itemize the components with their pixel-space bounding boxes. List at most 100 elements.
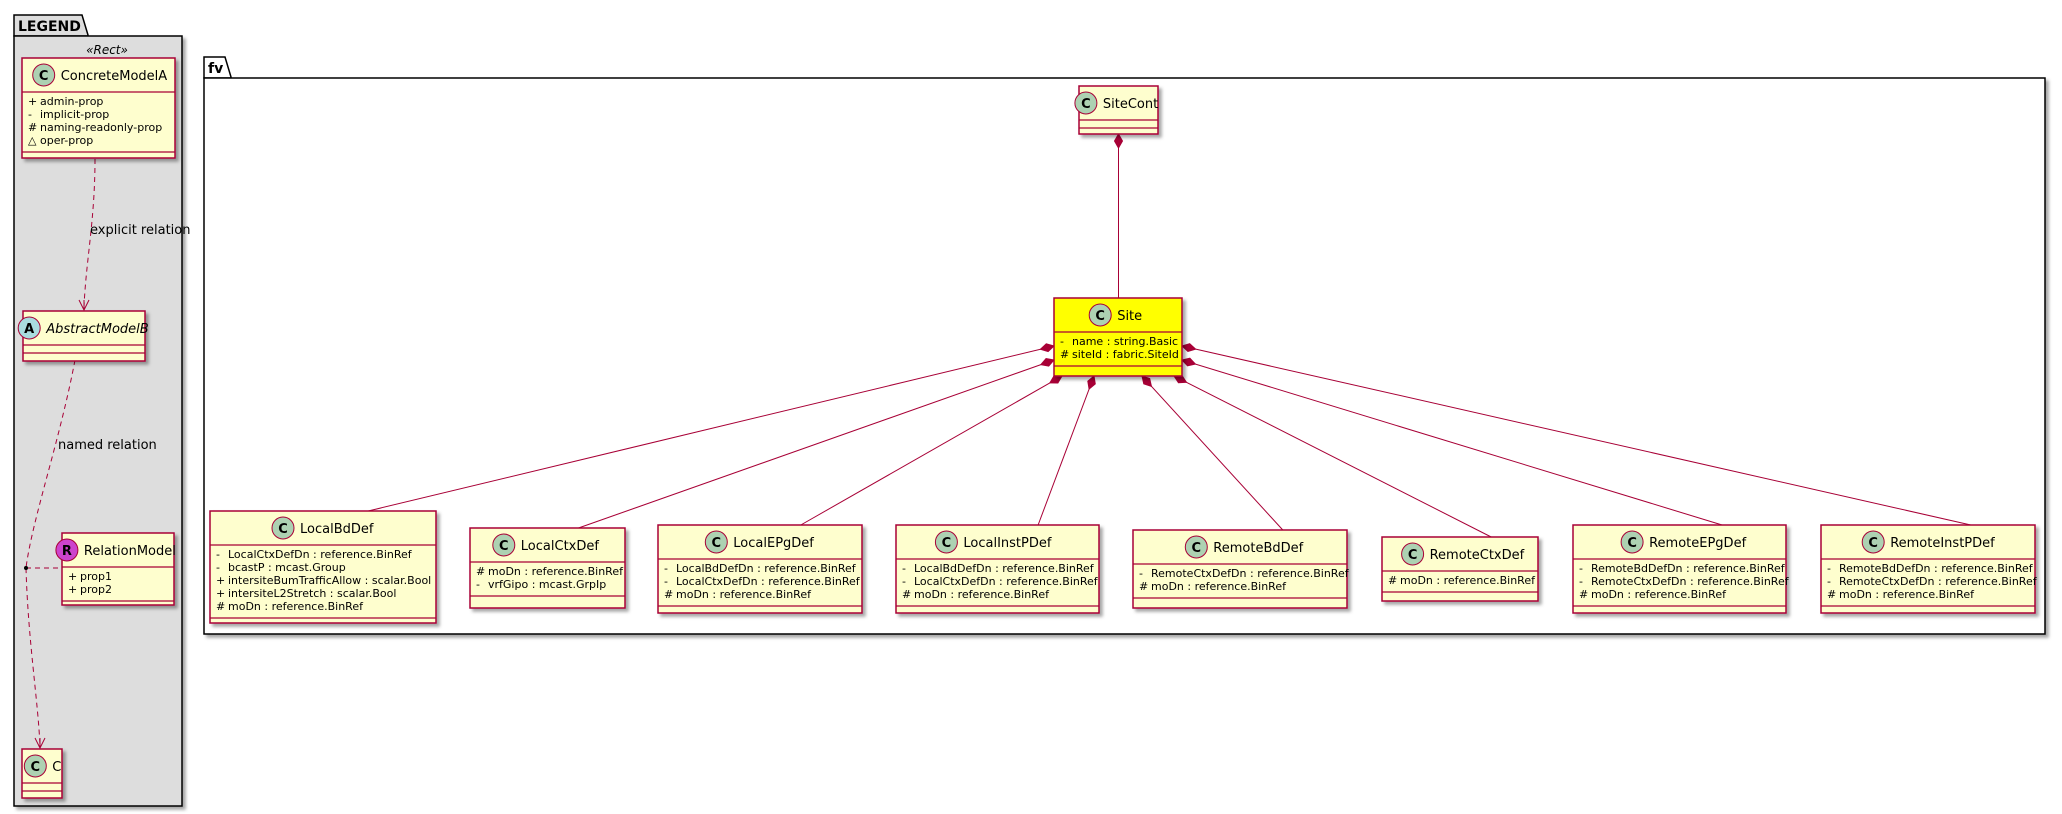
class-box bbox=[895, 524, 1100, 614]
composition-edge bbox=[578, 359, 1055, 529]
attribute-visibility: - bbox=[664, 575, 668, 588]
attribute: LocalCtxDefDn : reference.BinRef bbox=[676, 575, 861, 588]
legend-title: LEGEND bbox=[18, 19, 81, 35]
composition-edge bbox=[1173, 375, 1492, 538]
class-name: LocalBdDef bbox=[300, 522, 374, 537]
class-badge-icon bbox=[1088, 303, 1112, 327]
class-name: RemoteInstPDef bbox=[1890, 536, 1995, 551]
class-box bbox=[657, 524, 863, 614]
attribute: LocalBdDefDn : reference.BinRef bbox=[914, 562, 1095, 575]
composition-diamond-icon bbox=[1181, 357, 1197, 367]
class-name: ConcreteModelA bbox=[61, 69, 168, 84]
attribute: LocalCtxDefDn : reference.BinRef bbox=[228, 548, 413, 561]
edges: explicit relation named relation bbox=[24, 158, 190, 750]
composition-diamond-icon bbox=[1181, 343, 1197, 353]
composition-diamond-icon bbox=[1141, 375, 1153, 388]
badge-letter: C bbox=[1095, 309, 1105, 324]
badge-letter: C bbox=[1192, 541, 1202, 556]
class-name: Site bbox=[1117, 309, 1142, 324]
composition-edge bbox=[1181, 359, 1723, 526]
attribute-visibility: + bbox=[216, 587, 225, 600]
attribute-visibility: # bbox=[476, 565, 485, 578]
class-badge-icon bbox=[1184, 535, 1208, 559]
attribute-visibility: # bbox=[1579, 588, 1588, 601]
attribute: RemoteBdDefDn : reference.BinRef bbox=[1839, 562, 2034, 575]
class-badge-icon bbox=[1861, 530, 1885, 554]
class-badge-icon bbox=[704, 530, 728, 554]
attribute: RemoteCtxDefDn : reference.BinRef bbox=[1151, 567, 1350, 580]
class-name: LocalInstPDef bbox=[963, 536, 1051, 551]
attribute-visibility: + bbox=[68, 583, 77, 596]
composition-edge bbox=[368, 345, 1055, 512]
badge-letter: C bbox=[1408, 548, 1418, 563]
class-name: LocalEPgDef bbox=[733, 536, 814, 551]
attribute: implicit-prop bbox=[40, 108, 109, 121]
attribute-visibility: - bbox=[1579, 575, 1583, 588]
attribute: moDn : reference.BinRef bbox=[488, 565, 624, 578]
class-name: SiteCont bbox=[1103, 97, 1158, 112]
class-name: RemoteEPgDef bbox=[1649, 536, 1746, 551]
class-badge-icon bbox=[492, 533, 516, 557]
attribute-visibility: - bbox=[1139, 567, 1143, 580]
composition-edge bbox=[1141, 375, 1284, 531]
attribute-visibility: # bbox=[664, 588, 673, 601]
attribute: bcastP : mcast.Group bbox=[228, 561, 346, 574]
attribute: LocalBdDefDn : reference.BinRef bbox=[676, 562, 857, 575]
attribute-visibility: - bbox=[1579, 562, 1583, 575]
fv-composition-edges bbox=[368, 132, 1971, 538]
attribute: RemoteCtxDefDn : reference.BinRef bbox=[1839, 575, 2038, 588]
composition-diamond-icon bbox=[1039, 358, 1055, 367]
attribute: moDn : reference.BinRef bbox=[1839, 588, 1975, 601]
class-box bbox=[209, 510, 437, 624]
association-point bbox=[24, 566, 28, 570]
attribute: name : string.Basic bbox=[1072, 335, 1178, 348]
attribute-visibility: # bbox=[216, 600, 225, 613]
class-badge-icon bbox=[32, 63, 56, 87]
class-badge-icon bbox=[1074, 91, 1098, 115]
badge-letter: C bbox=[1627, 536, 1637, 551]
attribute: moDn : reference.BinRef bbox=[676, 588, 812, 601]
legend-package: LEGEND bbox=[13, 14, 183, 807]
abstract-badge-icon bbox=[17, 316, 41, 340]
attribute: prop2 bbox=[80, 583, 112, 596]
class-localinstpdef: C LocalInstPDef -LocalBdDefDn : reference.… bbox=[895, 524, 1100, 614]
composition-diamond-icon bbox=[1039, 343, 1055, 353]
attribute-visibility: + bbox=[28, 95, 37, 108]
attribute-visibility: # bbox=[28, 121, 37, 134]
class-name: LocalCtxDef bbox=[521, 539, 600, 554]
class-box bbox=[1572, 524, 1787, 614]
attribute: siteId : fabric.SiteId bbox=[1072, 348, 1179, 361]
class-badge-icon bbox=[1620, 530, 1644, 554]
composition-diamond-icon bbox=[1113, 132, 1124, 150]
attribute-visibility: - bbox=[216, 561, 220, 574]
attribute-visibility: - bbox=[1060, 335, 1064, 348]
attribute-visibility: + bbox=[216, 574, 225, 587]
badge-letter: C bbox=[31, 760, 41, 775]
attribute: moDn : reference.BinRef bbox=[1400, 574, 1536, 587]
fv-title: fv bbox=[208, 61, 223, 77]
class-badge-icon bbox=[271, 516, 295, 540]
class-name: RelationModel bbox=[84, 544, 176, 559]
attribute-visibility: - bbox=[216, 548, 220, 561]
attribute: oper-prop bbox=[40, 134, 93, 147]
attribute-visibility: - bbox=[1827, 562, 1831, 575]
composition-edge bbox=[800, 375, 1063, 526]
badge-letter: C bbox=[942, 536, 952, 551]
composition-edge bbox=[1037, 375, 1095, 526]
attribute: LocalCtxDefDn : reference.BinRef bbox=[914, 575, 1099, 588]
attribute: prop1 bbox=[80, 570, 112, 583]
attribute-visibility: - bbox=[902, 575, 906, 588]
attribute: vrfGipo : mcast.GrpIp bbox=[488, 578, 606, 591]
class-box bbox=[1053, 297, 1183, 377]
named-relation-label: named relation bbox=[58, 438, 157, 453]
attribute: admin-prop bbox=[40, 95, 103, 108]
